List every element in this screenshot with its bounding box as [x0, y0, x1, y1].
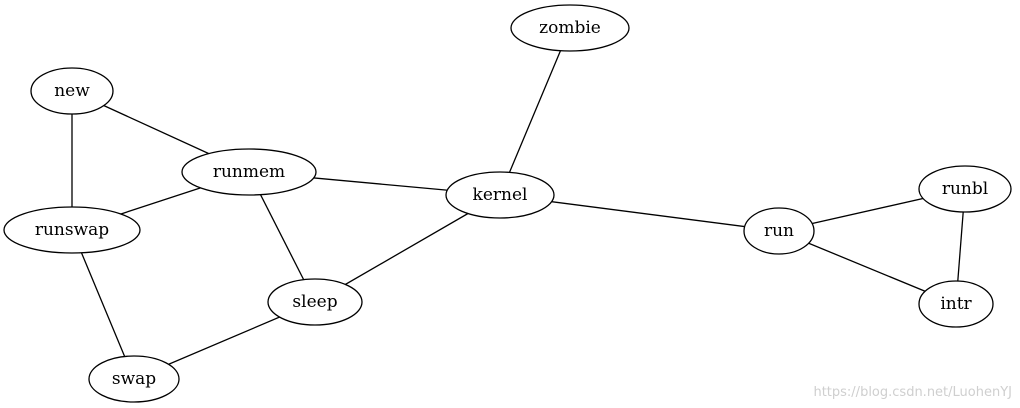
node-runbl: runbl	[918, 165, 1012, 213]
node-label-sleep: sleep	[292, 292, 337, 312]
node-label-runbl: runbl	[942, 179, 988, 199]
node-ellipse-swap	[88, 355, 180, 403]
node-new: new	[30, 67, 114, 115]
watermark-url: https://blog.csdn.net/LuohenYJ	[813, 385, 1012, 400]
node-intr: intr	[918, 280, 994, 328]
node-label-new: new	[54, 81, 90, 101]
node-ellipse-run	[743, 207, 815, 255]
graph-nodes: zombie new runmem kernel runswap sleep swap run…	[3, 4, 1012, 403]
node-sleep: sleep	[267, 278, 363, 326]
node-ellipse-sleep	[267, 278, 363, 326]
node-label-swap: swap	[112, 369, 156, 389]
edge-zombie-kernel	[499, 27, 571, 196]
node-label-runmem: runmem	[213, 162, 285, 182]
node-ellipse-runbl	[918, 165, 1012, 213]
node-label-intr: intr	[940, 294, 972, 314]
node-label-run: run	[764, 221, 794, 241]
node-run: run	[743, 207, 815, 255]
node-label-kernel: kernel	[473, 185, 528, 205]
node-ellipse-intr	[918, 280, 994, 328]
node-label-zombie: zombie	[539, 18, 601, 38]
node-zombie: zombie	[510, 4, 630, 52]
node-runswap: runswap	[3, 206, 141, 254]
node-runmem: runmem	[181, 148, 317, 196]
node-kernel: kernel	[445, 171, 555, 219]
node-label-runswap: runswap	[35, 220, 109, 240]
node-ellipse-runswap	[3, 206, 141, 254]
node-ellipse-kernel	[445, 171, 555, 219]
node-swap: swap	[88, 355, 180, 403]
edge-runswap-swap	[71, 229, 135, 380]
node-ellipse-runmem	[181, 148, 317, 196]
node-ellipse-new	[30, 67, 114, 115]
node-ellipse-zombie	[510, 4, 630, 52]
